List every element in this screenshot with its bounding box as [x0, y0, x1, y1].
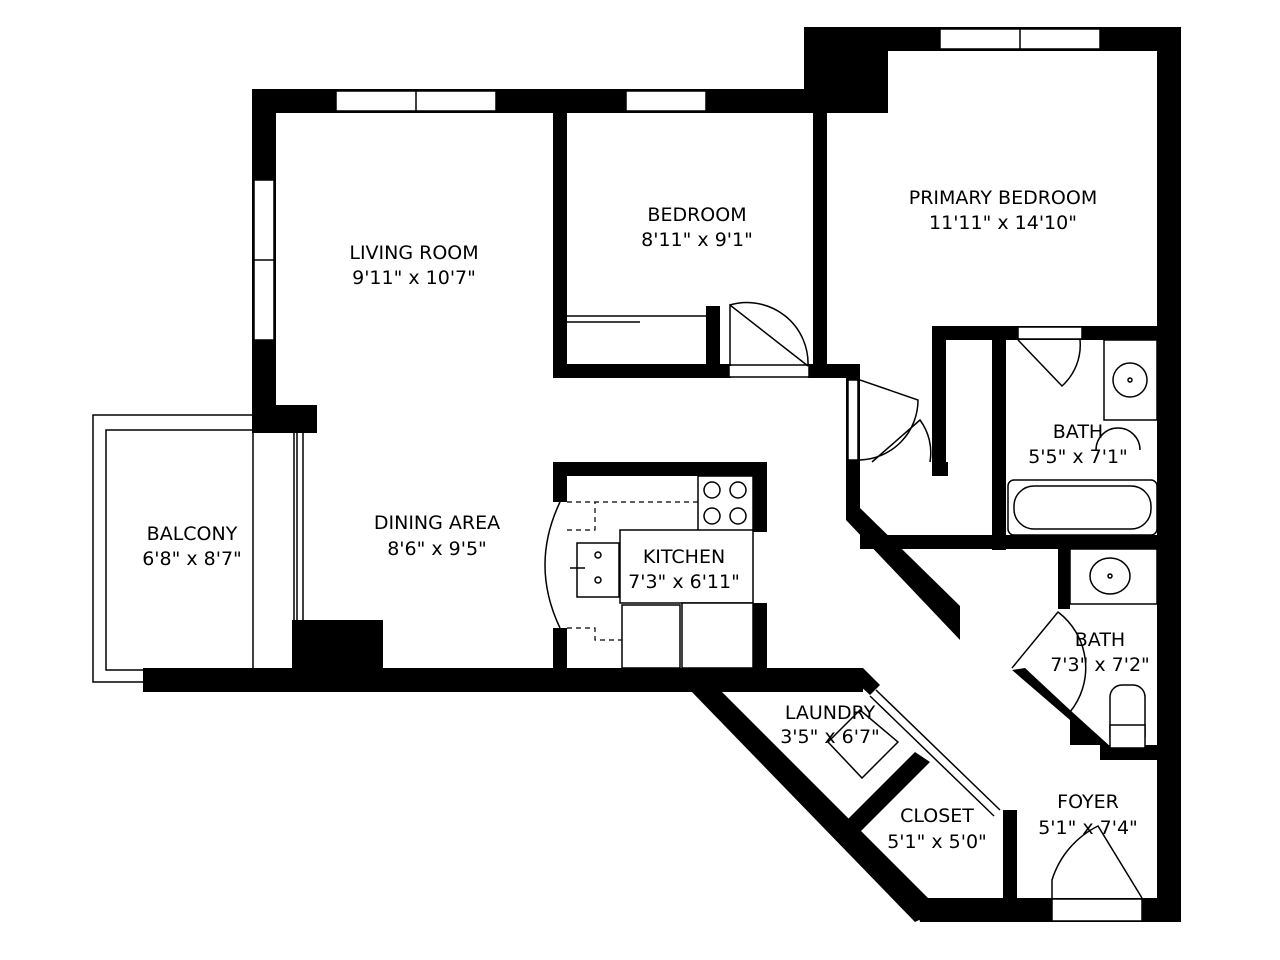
- room-size-bedroom: 8'11" x 9'1": [641, 229, 753, 251]
- room-size-dining-area: 8'6" x 9'5": [387, 538, 487, 560]
- room-name-kitchen: KITCHEN: [643, 546, 725, 568]
- room-size-living-room: 9'11" x 10'7": [352, 267, 476, 289]
- room-size-closet: 5'1" x 5'0": [887, 831, 987, 853]
- bath-fixtures: [826, 339, 1158, 780]
- room-name-bath-1: BATH: [1053, 421, 1103, 443]
- room-name-foyer: FOYER: [1057, 791, 1119, 813]
- room-name-bath-2: BATH: [1075, 629, 1125, 651]
- room-size-kitchen: 7'3" x 6'11": [628, 571, 740, 593]
- room-name-dining-area: DINING AREA: [374, 512, 500, 534]
- room-size-laundry: 3'5" x 6'7": [780, 726, 880, 748]
- room-size-primary-bedroom: 11'11" x 14'10": [929, 212, 1077, 234]
- doors: [296, 301, 1143, 922]
- room-name-balcony: BALCONY: [147, 523, 238, 545]
- room-size-bath-2: 7'3" x 7'2": [1050, 654, 1150, 676]
- room-size-bath-1: 5'5" x 7'1": [1028, 446, 1128, 468]
- room-name-living-room: LIVING ROOM: [349, 242, 478, 264]
- room-name-bedroom: BEDROOM: [647, 204, 746, 226]
- room-size-foyer: 5'1" x 7'4": [1038, 817, 1138, 839]
- room-labels: LIVING ROOM 9'11" x 10'7" BEDROOM 8'11" …: [142, 187, 1150, 853]
- windows: [253, 28, 1101, 341]
- room-size-balcony: 6'8" x 8'7": [142, 548, 242, 570]
- room-name-closet: CLOSET: [900, 805, 974, 827]
- kitchen-fixtures: [567, 475, 754, 669]
- room-name-primary-bedroom: PRIMARY BEDROOM: [909, 187, 1097, 209]
- room-name-laundry: LAUNDRY: [785, 702, 876, 724]
